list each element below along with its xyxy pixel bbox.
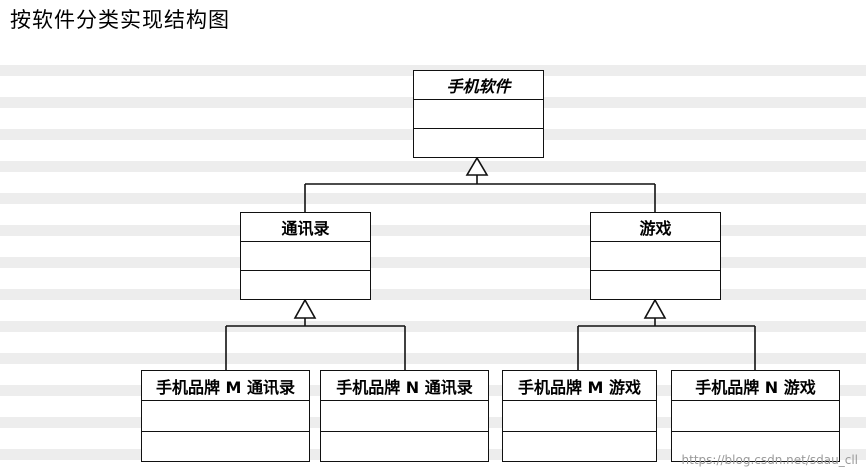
methods-compartment [414,128,543,157]
class-box-contacts: 通讯录 [240,212,371,300]
class-box-brand-n-contacts: 手机品牌 N 通讯录 [320,370,489,462]
methods-compartment [503,430,656,461]
class-box-mobile-software: 手机软件 [413,70,544,158]
methods-compartment [142,430,309,461]
inheritance-arrow [643,298,667,319]
inheritance-arrow [293,298,317,319]
class-box-game: 游戏 [590,212,721,300]
attributes-compartment [503,401,656,430]
page-title: 按软件分类实现结构图 [10,8,230,32]
attributes-compartment [591,242,720,270]
attributes-compartment [672,401,839,430]
attributes-compartment [142,401,309,430]
methods-compartment [321,430,488,461]
class-name: 手机品牌 N 通讯录 [321,371,488,402]
class-name: 手机品牌 N 游戏 [672,371,839,402]
inheritance-arrow [465,156,489,176]
methods-compartment [591,270,720,299]
methods-compartment [241,270,370,299]
class-box-brand-m-game: 手机品牌 M 游戏 [502,370,657,462]
attributes-compartment [241,242,370,270]
class-name: 游戏 [591,213,720,242]
methods-compartment [672,430,839,461]
attributes-compartment [321,401,488,430]
class-name: 手机软件 [414,71,543,100]
attributes-compartment [414,100,543,128]
class-name: 手机品牌 M 通讯录 [142,371,309,402]
class-box-brand-m-contacts: 手机品牌 M 通讯录 [141,370,310,462]
class-name: 手机品牌 M 游戏 [503,371,656,402]
class-name: 通讯录 [241,213,370,242]
watermark: https://blog.csdn.net/sdau_cll [681,453,858,467]
class-box-brand-n-game: 手机品牌 N 游戏 [671,370,840,462]
